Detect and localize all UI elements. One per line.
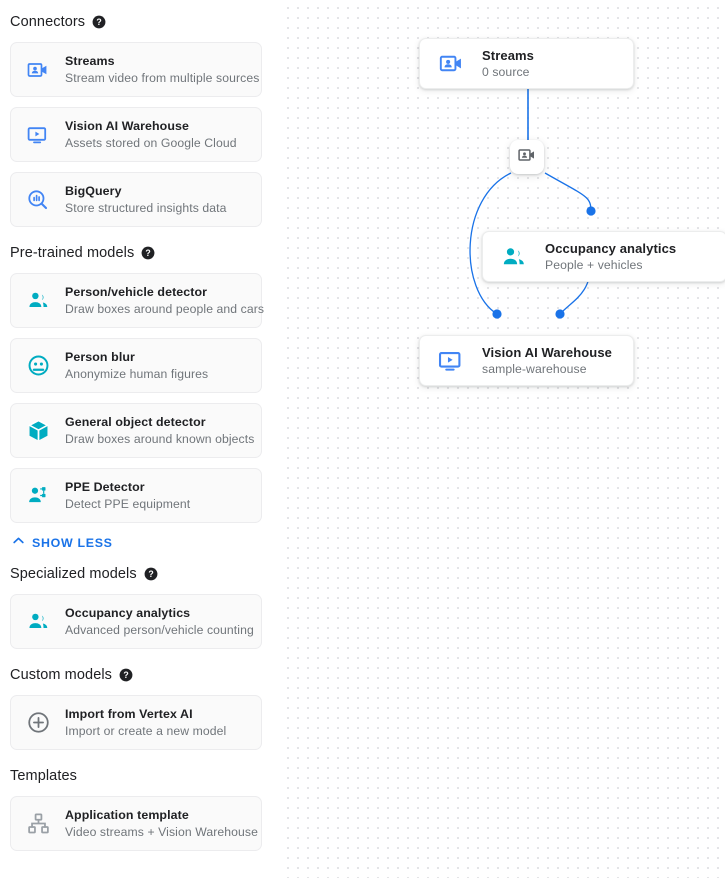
cube-icon <box>25 418 51 444</box>
section-header-custom-models: Custom models ? <box>0 665 281 685</box>
graph-node-streams[interactable]: Streams 0 source <box>419 38 634 89</box>
section-header-templates: Templates <box>0 766 281 786</box>
graph-node-vision-ai-warehouse[interactable]: Vision AI Warehouse sample-warehouse <box>419 335 634 386</box>
card-subtitle: Draw boxes around known objects <box>65 431 255 446</box>
card-subtitle: Video streams + Vision Warehouse <box>65 824 258 839</box>
card-subtitle: Draw boxes around people and cars <box>65 301 265 316</box>
card-subtitle: Assets stored on Google Cloud <box>65 135 237 150</box>
section-title: Custom models <box>10 667 113 683</box>
section-header-pre-trained-models: Pre-trained models ? <box>0 243 281 263</box>
svg-text:?: ? <box>146 248 151 258</box>
component-card-person-vehicle-detector[interactable]: Person/vehicle detector Draw boxes aroun… <box>10 273 265 328</box>
graph-node-subtitle: 0 source <box>482 64 530 79</box>
svg-text:?: ? <box>123 670 128 680</box>
svg-text:?: ? <box>96 17 101 27</box>
card-subtitle: Detect PPE equipment <box>65 496 191 511</box>
show-less-button[interactable]: SHOW LESS <box>0 533 113 553</box>
graph-node-title: Streams <box>482 47 535 63</box>
show-less-label: SHOW LESS <box>32 536 113 550</box>
ppe-person-icon <box>25 483 51 509</box>
chevron-up-icon <box>11 533 26 553</box>
monitor-play-icon <box>25 122 51 148</box>
people-icon <box>499 242 529 272</box>
component-card-ppe-detector[interactable]: PPE Detector Detect PPE equipment <box>10 468 262 523</box>
card-title: Import from Vertex AI <box>65 706 193 721</box>
component-card-application-template[interactable]: Application template Video streams + Vis… <box>10 796 262 851</box>
help-icon[interactable]: ? <box>119 668 133 682</box>
face-blur-icon <box>25 353 51 379</box>
section-title: Pre-trained models <box>10 245 135 261</box>
section-title: Specialized models <box>10 566 137 582</box>
section-title: Templates <box>10 768 77 784</box>
section-header-connectors: Connectors ? <box>0 12 281 32</box>
component-card-occupancy-analytics[interactable]: Occupancy analytics Advanced person/vehi… <box>10 594 262 649</box>
people-icon <box>25 288 51 314</box>
graph-node-title: Vision AI Warehouse <box>482 344 613 360</box>
card-title: PPE Detector <box>65 479 145 494</box>
bigquery-magnifier-icon <box>25 187 51 213</box>
section-header-specialized-models: Specialized models ? <box>0 564 281 584</box>
card-subtitle: Advanced person/vehicle counting <box>65 622 254 637</box>
card-subtitle: Import or create a new model <box>65 723 227 738</box>
section-title: Connectors <box>10 14 86 30</box>
graph-canvas[interactable]: Streams 0 source <box>281 0 725 878</box>
video-camera-person-icon <box>25 57 51 83</box>
card-title: Occupancy analytics <box>65 605 191 620</box>
video-camera-person-icon <box>436 49 466 79</box>
card-title: Application template <box>65 807 189 822</box>
component-card-import-from-vertex-ai[interactable]: Import from Vertex AI Import or create a… <box>10 695 262 750</box>
card-title: Streams <box>65 53 115 68</box>
card-title: BigQuery <box>65 183 122 198</box>
card-subtitle: Stream video from multiple sources <box>65 70 260 85</box>
component-card-general-object-detector[interactable]: General object detector Draw boxes aroun… <box>10 403 262 458</box>
card-title: Person/vehicle detector <box>65 284 208 299</box>
component-card-bigquery[interactable]: BigQuery Store structured insights data <box>10 172 262 227</box>
card-subtitle: Anonymize human figures <box>65 366 209 381</box>
people-icon <box>25 609 51 635</box>
graph-node-title: Occupancy analytics <box>545 240 677 256</box>
component-card-vision-ai-warehouse[interactable]: Vision AI Warehouse Assets stored on Goo… <box>10 107 262 162</box>
card-title: Vision AI Warehouse <box>65 118 189 133</box>
card-subtitle: Store structured insights data <box>65 200 227 215</box>
card-title: General object detector <box>65 414 206 429</box>
graph-connector-badge[interactable] <box>510 140 544 174</box>
graph-node-occupancy-analytics[interactable]: Occupancy analytics People + vehicles <box>482 231 725 282</box>
help-icon[interactable]: ? <box>141 246 155 260</box>
graph-edges <box>469 63 596 319</box>
help-icon[interactable]: ? <box>92 15 106 29</box>
component-card-person-blur[interactable]: Person blur Anonymize human figures <box>10 338 262 393</box>
monitor-play-icon <box>436 346 466 376</box>
plus-circle-icon <box>25 710 51 736</box>
component-sidebar: Connectors ? Streams Stream video from m… <box>0 0 281 878</box>
component-card-streams[interactable]: Streams Stream video from multiple sourc… <box>10 42 262 97</box>
svg-text:?: ? <box>148 569 153 579</box>
card-title: Person blur <box>65 349 135 364</box>
graph-node-subtitle: sample-warehouse <box>482 361 587 376</box>
video-camera-person-icon <box>517 145 537 170</box>
hierarchy-icon <box>25 811 51 837</box>
graph-node-subtitle: People + vehicles <box>545 257 643 272</box>
help-icon[interactable]: ? <box>144 567 158 581</box>
